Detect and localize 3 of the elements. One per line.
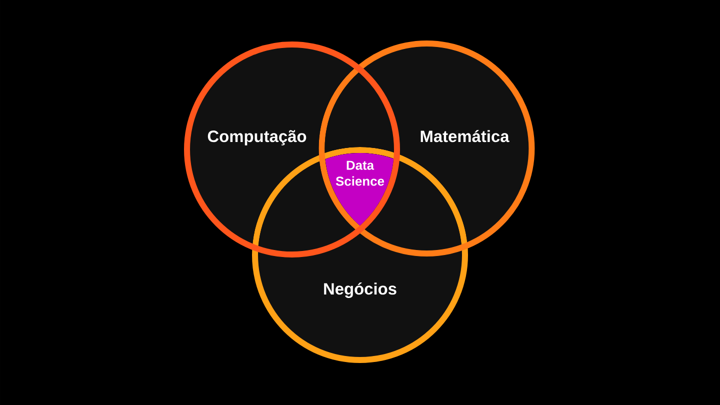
node-label: Matemática — [420, 130, 510, 142]
node-label: Computação — [208, 130, 306, 146]
overlap-region: Data Science — [325, 153, 394, 226]
